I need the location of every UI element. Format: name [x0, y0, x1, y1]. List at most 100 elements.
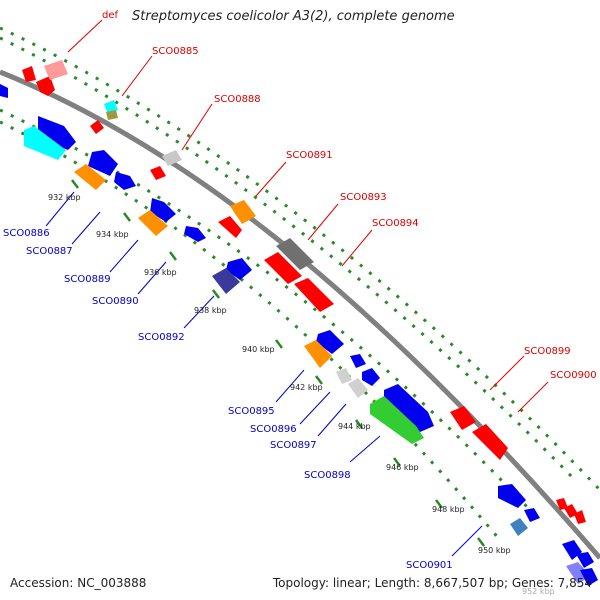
accession-text: Accession: NC_003888	[10, 576, 147, 590]
gene-label[interactable]: SCO0890	[92, 296, 139, 307]
gene-label[interactable]: SCO0888	[214, 94, 261, 105]
gene-label[interactable]: SCO0894	[372, 218, 419, 229]
gene-label[interactable]: SCO0891	[286, 150, 333, 161]
callouts-bottom	[45, 191, 483, 557]
gene-arrow[interactable]	[510, 518, 528, 536]
gene-label[interactable]: SCO0889	[64, 274, 111, 285]
gene-label[interactable]: SCO0896	[250, 424, 297, 435]
callout-line	[349, 435, 381, 463]
gene-label[interactable]: SCO0893	[340, 192, 387, 203]
guide-lower-outer	[0, 120, 502, 541]
tick	[477, 537, 485, 547]
callout-line	[489, 355, 525, 391]
tick	[123, 212, 131, 222]
tick	[212, 289, 220, 299]
gene-arrow[interactable]	[348, 378, 368, 398]
gene-label[interactable]: SCO0897	[270, 440, 317, 451]
callout-line	[121, 55, 153, 97]
gene-arrow[interactable]	[576, 552, 594, 568]
gene-label[interactable]: SCO0885	[152, 46, 199, 57]
callout-line	[275, 369, 305, 403]
gene-arrow[interactable]	[0, 84, 8, 98]
gene-arrow[interactable]	[524, 508, 540, 522]
gene-arrow[interactable]	[44, 60, 68, 80]
callout-line	[67, 19, 103, 53]
gene-label[interactable]: SCO0895	[228, 406, 275, 417]
gene-arrow[interactable]	[218, 216, 242, 238]
gene-arrow[interactable]	[162, 150, 182, 166]
gene-arrow[interactable]	[370, 396, 424, 444]
gene-arrow[interactable]	[316, 330, 344, 354]
gene-label[interactable]: SCO0899	[524, 346, 571, 357]
callout-line	[181, 103, 213, 151]
callout-line	[307, 203, 339, 241]
genes-upper	[22, 60, 586, 524]
gene-arrow[interactable]	[24, 126, 66, 160]
callout-line	[299, 391, 331, 425]
gene-arrow[interactable]	[556, 498, 568, 510]
scale-label: 950 kbp	[478, 546, 511, 555]
gene-arrow[interactable]	[350, 354, 366, 368]
gene-arrow[interactable]	[566, 562, 590, 584]
tick	[355, 419, 363, 429]
gene-labels-top: def SCO0885 SCO0888 SCO0891 SCO0893 SCO0…	[102, 10, 597, 381]
scale-label: 942 kbp	[290, 383, 323, 392]
gene-arrow[interactable]	[450, 406, 476, 430]
gene-arrow[interactable]	[304, 340, 332, 368]
gene-label[interactable]: SCO0900	[550, 370, 597, 381]
callout-line	[451, 525, 483, 557]
scale-label: 944 kbp	[338, 422, 371, 431]
gene-label[interactable]: SCO0886	[3, 228, 50, 239]
callout-line	[45, 191, 75, 227]
gene-label[interactable]: SCO0898	[304, 470, 351, 481]
tick	[435, 499, 443, 509]
scale-labels: 932 kbp 934 kbp 936 kbp 938 kbp 940 kbp …	[48, 193, 555, 596]
gene-arrow[interactable]	[106, 110, 118, 120]
callout-line	[71, 211, 101, 245]
gene-arrow[interactable]	[230, 200, 256, 224]
callout-line	[109, 239, 139, 273]
gene-arrow[interactable]	[88, 150, 118, 176]
callout-line	[317, 403, 347, 437]
gene-labels-bottom: SCO0886 SCO0887 SCO0889 SCO0890 SCO0892 …	[3, 228, 453, 571]
scale-label: 952 kbp	[522, 587, 555, 596]
gene-arrow[interactable]	[22, 66, 36, 82]
scale-label: 936 kbp	[144, 268, 177, 277]
gene-arrow[interactable]	[472, 424, 508, 460]
scale-label: 940 kbp	[242, 345, 275, 354]
gene-arrow[interactable]	[90, 120, 104, 134]
gene-arrow[interactable]	[294, 278, 334, 312]
gene-arrow[interactable]	[574, 510, 586, 524]
gene-arrow[interactable]	[74, 164, 106, 190]
gene-label[interactable]: def	[102, 10, 119, 21]
gene-arrow[interactable]	[114, 172, 136, 190]
gene-arrow[interactable]	[264, 252, 302, 284]
tick	[315, 375, 323, 385]
gene-arrow[interactable]	[212, 268, 240, 294]
gene-arrow[interactable]	[276, 238, 314, 270]
gene-arrow[interactable]	[36, 76, 55, 96]
callouts-top	[67, 19, 549, 413]
gene-arrow[interactable]	[498, 484, 526, 508]
tick	[275, 339, 283, 349]
gene-label[interactable]: SCO0887	[26, 246, 73, 257]
guide-upper-inner	[0, 36, 577, 482]
gene-arrow[interactable]	[184, 226, 206, 242]
gene-arrow[interactable]	[580, 568, 598, 586]
gene-arrow[interactable]	[138, 210, 168, 236]
callout-line	[137, 261, 167, 295]
tick	[169, 251, 177, 261]
gene-label[interactable]: SCO0892	[138, 332, 185, 343]
callout-line	[517, 381, 549, 413]
map-title: Streptomyces coelicolor A3(2), complete …	[132, 9, 455, 24]
scale-label: 948 kbp	[432, 505, 465, 514]
scale-label: 946 kbp	[386, 463, 419, 472]
scale-label: 938 kbp	[194, 306, 227, 315]
gene-arrow[interactable]	[150, 166, 166, 180]
tick	[393, 457, 401, 467]
gene-label[interactable]: SCO0901	[406, 560, 453, 571]
gene-arrow[interactable]	[362, 368, 380, 386]
gene-arrow[interactable]	[384, 384, 434, 432]
gene-arrow[interactable]	[336, 368, 352, 384]
